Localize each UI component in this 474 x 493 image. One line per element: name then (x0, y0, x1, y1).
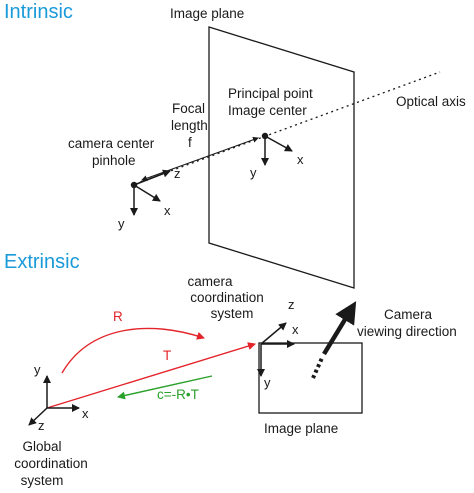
focal-length-arrow-right (199, 136, 259, 160)
cam-z-label: z (288, 297, 295, 312)
camera-x-axis (133, 184, 161, 202)
image-plane (208, 26, 355, 289)
cam-z-axis (260, 322, 287, 345)
global-y-label: y (34, 362, 41, 377)
principal-point-label: Principal point (228, 86, 313, 101)
viewing-direction-label-line1: Camera (384, 307, 433, 322)
global-system-label-line1: Global (22, 439, 61, 454)
camera-system-label-line2: coordination (190, 290, 264, 305)
camera-z-axis (133, 169, 171, 186)
image-x-label: x (297, 152, 304, 167)
global-system-label-line3: system (21, 473, 64, 488)
image-x-axis (264, 135, 293, 152)
camera-system-label-line1: camera (187, 274, 233, 289)
intrinsic-title: Intrinsic (4, 1, 73, 23)
cam-x-label: x (292, 322, 299, 337)
viewing-direction-label-line2: viewing direction (357, 324, 457, 339)
translation-label: T (163, 348, 171, 363)
extrinsic-title: Extrinsic (4, 251, 80, 273)
global-system-label-line2: coordination (14, 456, 88, 471)
viewing-direction-dots (311, 357, 324, 379)
camera-center-equation: c=-R•T (157, 387, 199, 402)
focal-length-arrow-left (141, 158, 201, 182)
optical-axis-line (134, 71, 441, 185)
length-label: length (171, 118, 208, 133)
camera-z-label: z (174, 166, 181, 181)
global-z-axis (28, 407, 48, 426)
rotation-label: R (113, 309, 123, 324)
image-y-label: y (250, 165, 257, 180)
global-z-label: z (38, 418, 45, 433)
rotation-arrow (61, 327, 205, 374)
camera-center-label: camera center (68, 136, 155, 151)
global-x-label: x (82, 406, 89, 421)
pinhole-label: pinhole (92, 153, 136, 168)
focal-f-label: f (188, 135, 192, 150)
camera-system-label-line3: system (211, 306, 254, 321)
camera-center-vector (117, 375, 213, 400)
camera-y-label: y (118, 216, 125, 231)
extrinsic-image-plane-label: Image plane (264, 421, 338, 436)
extrinsic-image-plane (258, 342, 363, 414)
image-plane-label: Image plane (170, 6, 244, 21)
optical-axis-label: Optical axis (396, 94, 466, 109)
camera-x-label: x (164, 203, 171, 218)
translation-arrow (46, 342, 256, 409)
viewing-direction-arrow (322, 301, 357, 356)
focal-label: Focal (172, 101, 205, 116)
image-center-label: Image center (228, 103, 307, 118)
cam-y-label: y (264, 375, 271, 390)
